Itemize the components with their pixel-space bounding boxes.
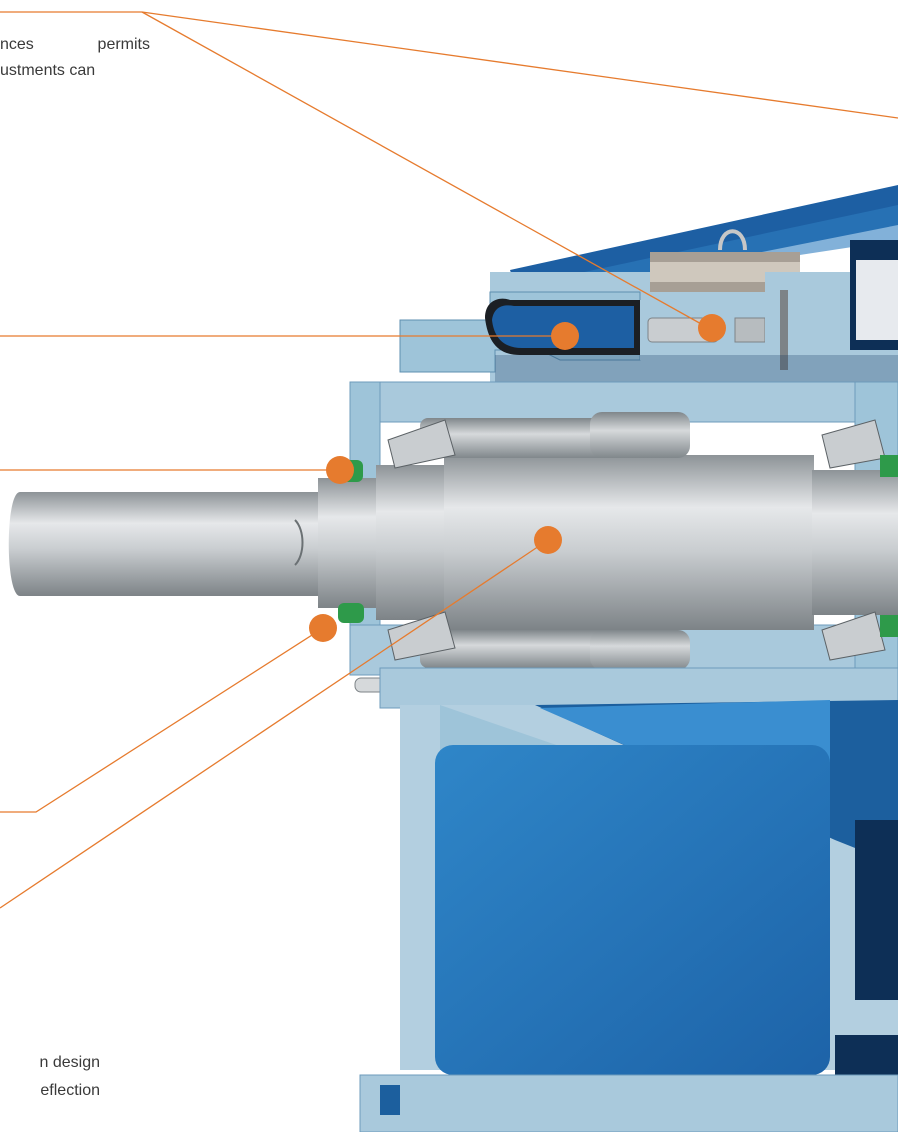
pedestal-base bbox=[359, 667, 898, 1132]
callout-text-line-1: nces permits bbox=[0, 36, 150, 53]
bearing-rollers bbox=[387, 412, 886, 670]
callout-marker-housing bbox=[551, 322, 579, 350]
callout-markers bbox=[309, 314, 726, 642]
callout-text-line-3: n design bbox=[39, 1054, 101, 1071]
shaft bbox=[8, 455, 898, 630]
callout-lines bbox=[0, 11, 898, 909]
callout-marker-upper-seal bbox=[326, 456, 354, 484]
callout-marker-shaft bbox=[534, 526, 562, 554]
callout-text-line-2: ustments can bbox=[0, 62, 96, 79]
callout-marker-adjuster bbox=[698, 314, 726, 342]
upper-housing bbox=[399, 229, 898, 392]
callout-text-line-4: eflection bbox=[40, 1082, 100, 1099]
callout-marker-lower-seal bbox=[309, 614, 337, 642]
